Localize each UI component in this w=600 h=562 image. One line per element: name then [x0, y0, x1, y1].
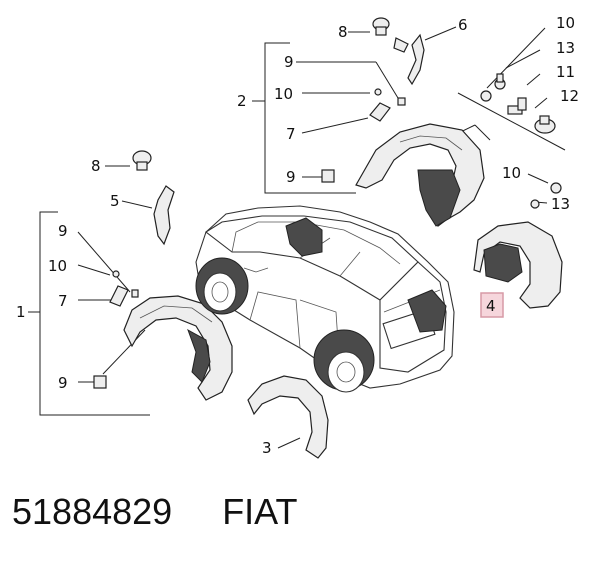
clip-8-top [372, 17, 390, 36]
liner-4 [473, 221, 563, 309]
callout-10-left: 10 [48, 257, 67, 275]
screw-13-r2 [530, 199, 540, 209]
highlight-box [480, 292, 504, 318]
car-body [195, 205, 455, 393]
callout-13-r2: 13 [551, 195, 570, 213]
callout-11: 11 [556, 63, 575, 81]
clip-9-left [131, 289, 139, 298]
callout-1: 1 [16, 303, 26, 321]
callout-4: 4 [486, 297, 496, 315]
callout-3: 3 [262, 439, 272, 457]
clip-9-top [397, 97, 406, 106]
callout-13-r1: 13 [556, 39, 575, 57]
bracket-5 [153, 185, 175, 246]
callout-9-top: 9 [284, 53, 294, 71]
screw-10-left [112, 270, 120, 278]
clip-11 [507, 97, 527, 115]
callout-8-left: 8 [91, 157, 101, 175]
callout-6: 6 [458, 16, 468, 34]
front-liner-1 [123, 295, 233, 401]
callouts: 8 6 9 2 10 7 9 10 13 11 12 10 13 8 5 9 1… [16, 14, 579, 457]
clip-9-mid [321, 169, 335, 183]
group-1-bracket [28, 211, 150, 416]
callout-9-left: 9 [58, 222, 68, 240]
liner-3 [247, 375, 329, 459]
screw-10-r2 [550, 182, 562, 194]
callout-12: 12 [560, 87, 579, 105]
callout-10-top: 10 [274, 85, 293, 103]
brand-name: FIAT [222, 491, 298, 532]
callout-9-mid: 9 [286, 168, 296, 186]
screw-10-r1 [480, 90, 492, 102]
callout-7-left: 7 [58, 292, 68, 310]
parts-diagram: 8 6 9 2 10 7 9 10 13 11 12 10 13 8 5 9 1… [16, 14, 579, 459]
pad-7-left [109, 285, 129, 307]
group-2-bracket [252, 42, 356, 194]
clip-8-left [132, 150, 152, 171]
callout-10-r1: 10 [556, 14, 575, 32]
callout-9-bottom: 9 [58, 374, 68, 392]
screw-10-top [374, 88, 382, 96]
clip-9-bottom [93, 375, 107, 389]
part-number: 51884829 [12, 491, 173, 532]
callout-5: 5 [110, 192, 120, 210]
clip-12 [534, 115, 556, 134]
rear-liner-2 [355, 123, 485, 227]
bracket-6 [393, 33, 425, 86]
callout-8-top: 8 [338, 23, 348, 41]
callout-7-top: 7 [286, 125, 296, 143]
screw-13-r1 [494, 73, 506, 90]
pad-7-top [369, 102, 391, 122]
callout-10-r2: 10 [502, 164, 521, 182]
callout-2: 2 [237, 92, 247, 110]
footer: 51884829 FIAT [12, 491, 592, 541]
